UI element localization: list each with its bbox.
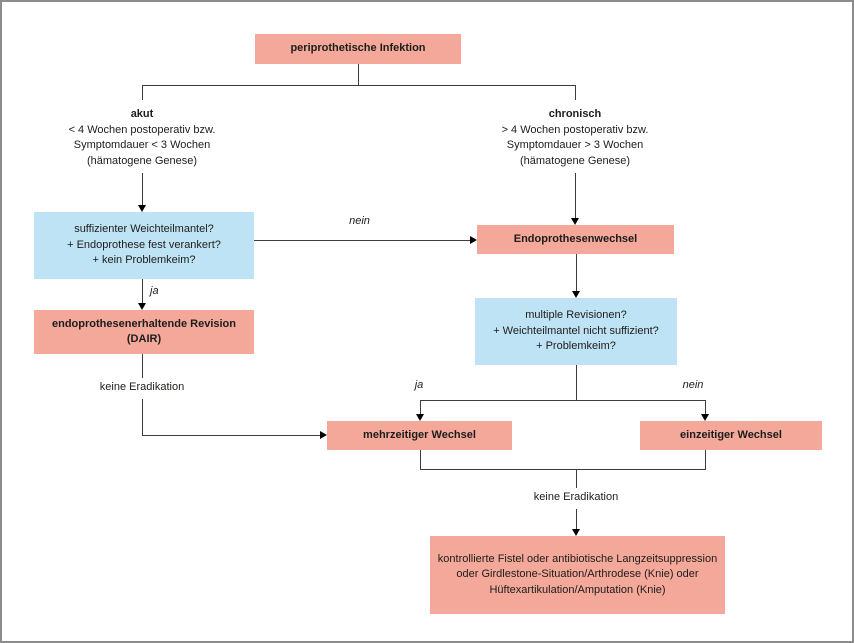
salvage-box: kontrollierte Fistel oder antibiotische … [430, 536, 725, 614]
akut-line: Symptomdauer < 3 Wochen [73, 139, 211, 151]
connector-left-elbow [142, 435, 320, 436]
connector-root-down [358, 64, 359, 85]
exchange-box: Endoprothesenwechsel [477, 225, 674, 254]
connector-split-right-drop [575, 85, 576, 100]
edge-label-keine-eradikation-left: keine Eradikation [99, 381, 185, 393]
arrowhead-into-right-question [572, 291, 580, 298]
salvage-line: Hüftexartikulation/Amputation (Knie) [489, 583, 666, 596]
arrowhead-into-singlestage [701, 414, 709, 421]
edge-label-ja-left: ja [150, 285, 159, 297]
root-box-label: periprothetische Infektion [290, 42, 426, 55]
arrowhead-into-exchange-left [470, 236, 477, 244]
connector-exchange-down [576, 254, 577, 291]
arrowhead-into-exchange [571, 218, 579, 225]
left-question-line: suffizienter Weichteilmantel? [74, 223, 214, 236]
salvage-line: oder Girdlestone-Situation/Arthrodese (K… [456, 568, 699, 581]
connector-dair-down [142, 354, 143, 378]
chronisch-title: chronisch [548, 108, 602, 120]
multistage-exchange-box: mehrzeitiger Wechsel [327, 421, 512, 450]
right-question-line: + Weichteilmantel nicht suffizient? [493, 324, 659, 337]
singlestage-label: einzeitiger Wechsel [680, 428, 782, 441]
edge-label-nein-upper: nein [349, 215, 370, 227]
akut-line: < 4 Wochen postoperativ bzw. [68, 123, 216, 136]
connector-chronisch-down [575, 173, 576, 218]
connector-nein-drop [705, 400, 706, 414]
right-question-line: + Problemkeim? [536, 340, 616, 353]
akut-title: akut [130, 108, 154, 120]
connector-multistage-down [420, 450, 421, 469]
connector-singlestage-down [705, 450, 706, 469]
exchange-box-label: Endoprothesenwechsel [513, 232, 638, 245]
branch-label-akut: akut < 4 Wochen postoperativ bzw. Sympto… [32, 107, 252, 169]
question-box-weichteilmantel: suffizienter Weichteilmantel? + Endoprot… [34, 212, 254, 279]
edge-label-nein-right: nein [682, 379, 704, 391]
edge-label-ja-mid: ja [414, 379, 424, 391]
connector-root-split [142, 85, 576, 86]
connector-merge-down [576, 469, 577, 488]
connector-into-salvage [576, 509, 577, 529]
connector-right-question-down [576, 365, 577, 400]
connector-ja-drop [420, 400, 421, 414]
arrowhead-into-multistage [416, 414, 424, 421]
dair-box: endoprothesenerhaltende Revision (DAIR) [34, 310, 254, 354]
connector-nein-horizontal [254, 240, 470, 241]
right-question-line: multiple Revisionen? [525, 309, 627, 322]
connector-ja-left-down [142, 279, 143, 303]
edge-label-keine-eradikation-bottom: keine Eradikation [533, 491, 619, 503]
multistage-label: mehrzeitiger Wechsel [363, 428, 476, 441]
root-box-periprothetische-infektion: periprothetische Infektion [255, 34, 461, 64]
connector-akut-down [142, 173, 143, 205]
arrowhead-into-multistage-left [320, 431, 327, 439]
connector-merge-horizontal [420, 469, 706, 470]
chronisch-line: Symptomdauer > 3 Wochen [506, 139, 644, 151]
question-box-revisionen: multiple Revisionen? + Weichteilmantel n… [475, 298, 677, 365]
connector-left-down2 [142, 399, 143, 435]
dair-box-label: endoprothesenerhaltende Revision (DAIR) [52, 317, 236, 346]
akut-line: (hämatogene Genese) [86, 154, 198, 167]
singlestage-exchange-box: einzeitiger Wechsel [640, 421, 822, 450]
salvage-line: kontrollierte Fistel oder antibiotische … [437, 552, 718, 565]
left-question-line: + Endoprothese fest verankert? [67, 238, 221, 251]
connector-split-left-drop [142, 85, 143, 100]
arrowhead-into-left-question [138, 205, 146, 212]
connector-ja-nein-split [420, 400, 705, 401]
chronisch-line: > 4 Wochen postoperativ bzw. [501, 123, 649, 136]
branch-label-chronisch: chronisch > 4 Wochen postoperativ bzw. S… [465, 107, 685, 169]
arrowhead-into-salvage [572, 529, 580, 536]
left-question-line: + kein Problemkeim? [92, 254, 196, 267]
arrowhead-into-dair [138, 303, 146, 310]
chronisch-line: (hämatogene Genese) [519, 154, 631, 167]
